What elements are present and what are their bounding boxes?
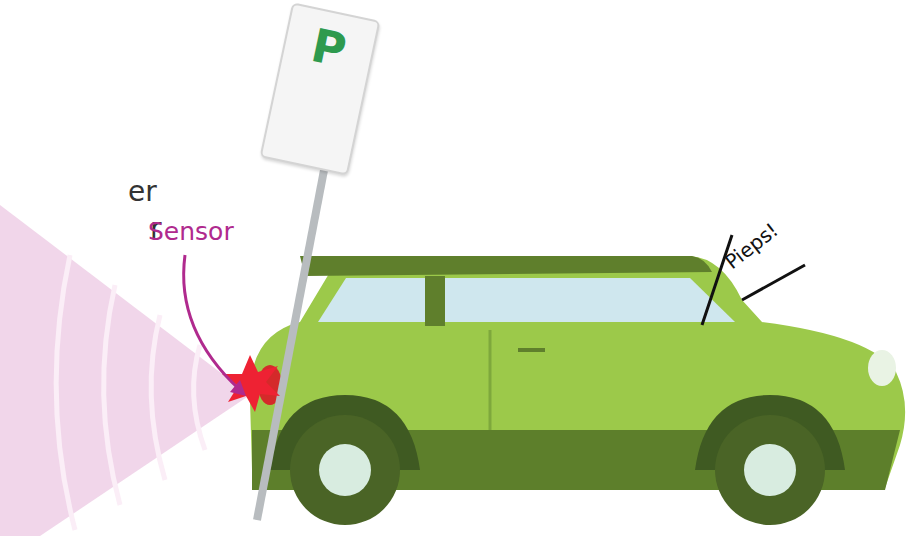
collision-burst (222, 355, 280, 412)
part-label: Sensor (148, 217, 234, 246)
sign-letter: P (281, 13, 376, 84)
leader-arrow (184, 255, 240, 390)
sign-plate: P (260, 2, 381, 175)
cut-text: er (128, 175, 157, 208)
car (250, 256, 905, 525)
arrow-head (230, 380, 246, 396)
sign-pole (257, 165, 325, 520)
sensor-cone (0, 205, 250, 536)
beep-line (742, 265, 805, 300)
